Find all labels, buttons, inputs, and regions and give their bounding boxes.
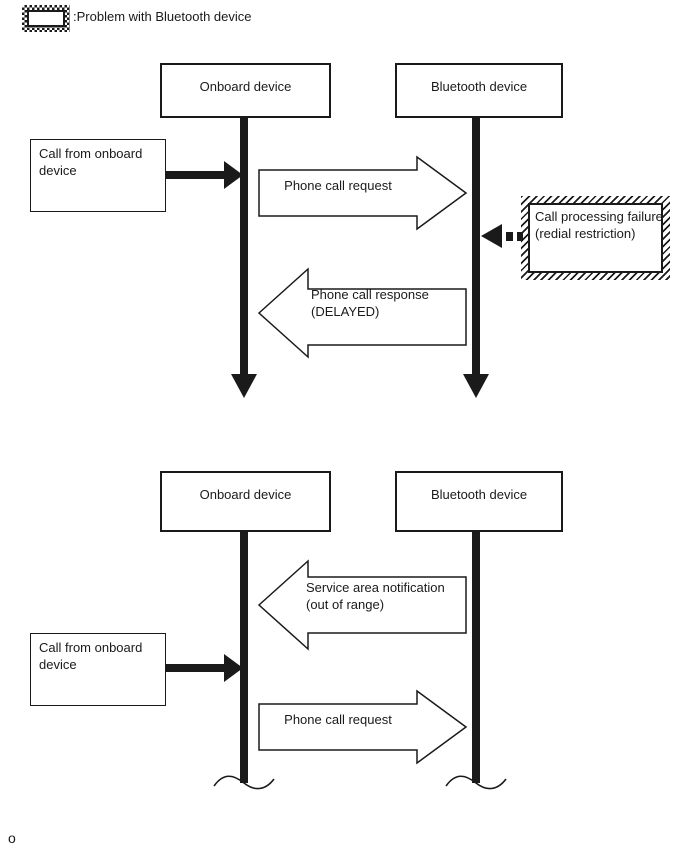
request-arrow-label-1: Phone call request xyxy=(284,178,392,193)
actor-box-bluetooth-2: Bluetooth device xyxy=(395,471,563,532)
failure-box-text: (redial restriction) xyxy=(535,226,636,241)
request-arrow-shape-1 xyxy=(258,155,468,231)
service-arrow-text: (out of range) xyxy=(306,597,385,612)
actor-box-onboard-1: Onboard device xyxy=(160,63,331,118)
lifeline-bluetooth-1 xyxy=(472,118,480,376)
event-box-call-from-onboard-2: Call from onboard device xyxy=(30,633,166,706)
actor-label: Bluetooth device xyxy=(430,79,528,94)
failure-arrow-dash xyxy=(517,232,523,241)
failure-box-hatched-frame: Call processing failure (redial restrict… xyxy=(521,196,670,280)
problem-legend-swatch-icon xyxy=(22,5,70,32)
event-box-text: device xyxy=(39,657,77,672)
lifeline-bluetooth-2 xyxy=(472,532,480,783)
failure-arrow-head-icon xyxy=(481,224,502,248)
actor-label: Onboard device xyxy=(199,79,292,94)
service-arrow-shape xyxy=(257,559,467,651)
lifeline-arrowhead-down-icon xyxy=(463,374,489,398)
problem-legend-swatch-inner xyxy=(27,10,65,27)
actor-box-bluetooth-1: Bluetooth device xyxy=(395,63,563,118)
failure-arrow-dash xyxy=(506,232,513,241)
event-arrow-head-icon xyxy=(224,161,243,189)
response-arrow-text: Phone call response xyxy=(311,287,429,302)
lifeline-onboard-1 xyxy=(240,118,248,376)
lifeline-break-wave-icon xyxy=(213,775,275,790)
actor-box-onboard-2: Onboard device xyxy=(160,471,331,532)
failure-box-text: Call processing failure xyxy=(535,209,663,224)
lifeline-onboard-2 xyxy=(240,532,248,783)
lifeline-arrowhead-down-icon xyxy=(231,374,257,398)
response-arrow-text: (DELAYED) xyxy=(311,304,380,319)
page-marker: o xyxy=(8,830,16,846)
event-arrow-head-icon xyxy=(224,654,243,682)
event-arrow-shaft-1 xyxy=(166,171,226,179)
legend-label: :Problem with Bluetooth device xyxy=(73,9,252,24)
response-arrow-shape xyxy=(257,267,467,359)
event-box-text: Call from onboard xyxy=(39,146,143,161)
response-arrow-label: Phone call response (DELAYED) xyxy=(311,286,461,320)
event-box-text: device xyxy=(39,163,77,178)
service-arrow-text: Service area notification xyxy=(306,580,445,595)
service-arrow-label: Service area notification (out of range) xyxy=(306,579,464,613)
actor-label: Bluetooth device xyxy=(430,487,528,502)
event-box-text: Call from onboard xyxy=(39,640,143,655)
actor-label: Onboard device xyxy=(199,487,292,502)
failure-box: Call processing failure (redial restrict… xyxy=(528,203,663,273)
event-arrow-shaft-2 xyxy=(166,664,226,672)
event-box-call-from-onboard-1: Call from onboard device xyxy=(30,139,166,212)
lifeline-break-wave-icon xyxy=(445,775,507,790)
request-arrow-shape-2 xyxy=(258,689,468,765)
request-arrow-label-2: Phone call request xyxy=(284,712,392,727)
